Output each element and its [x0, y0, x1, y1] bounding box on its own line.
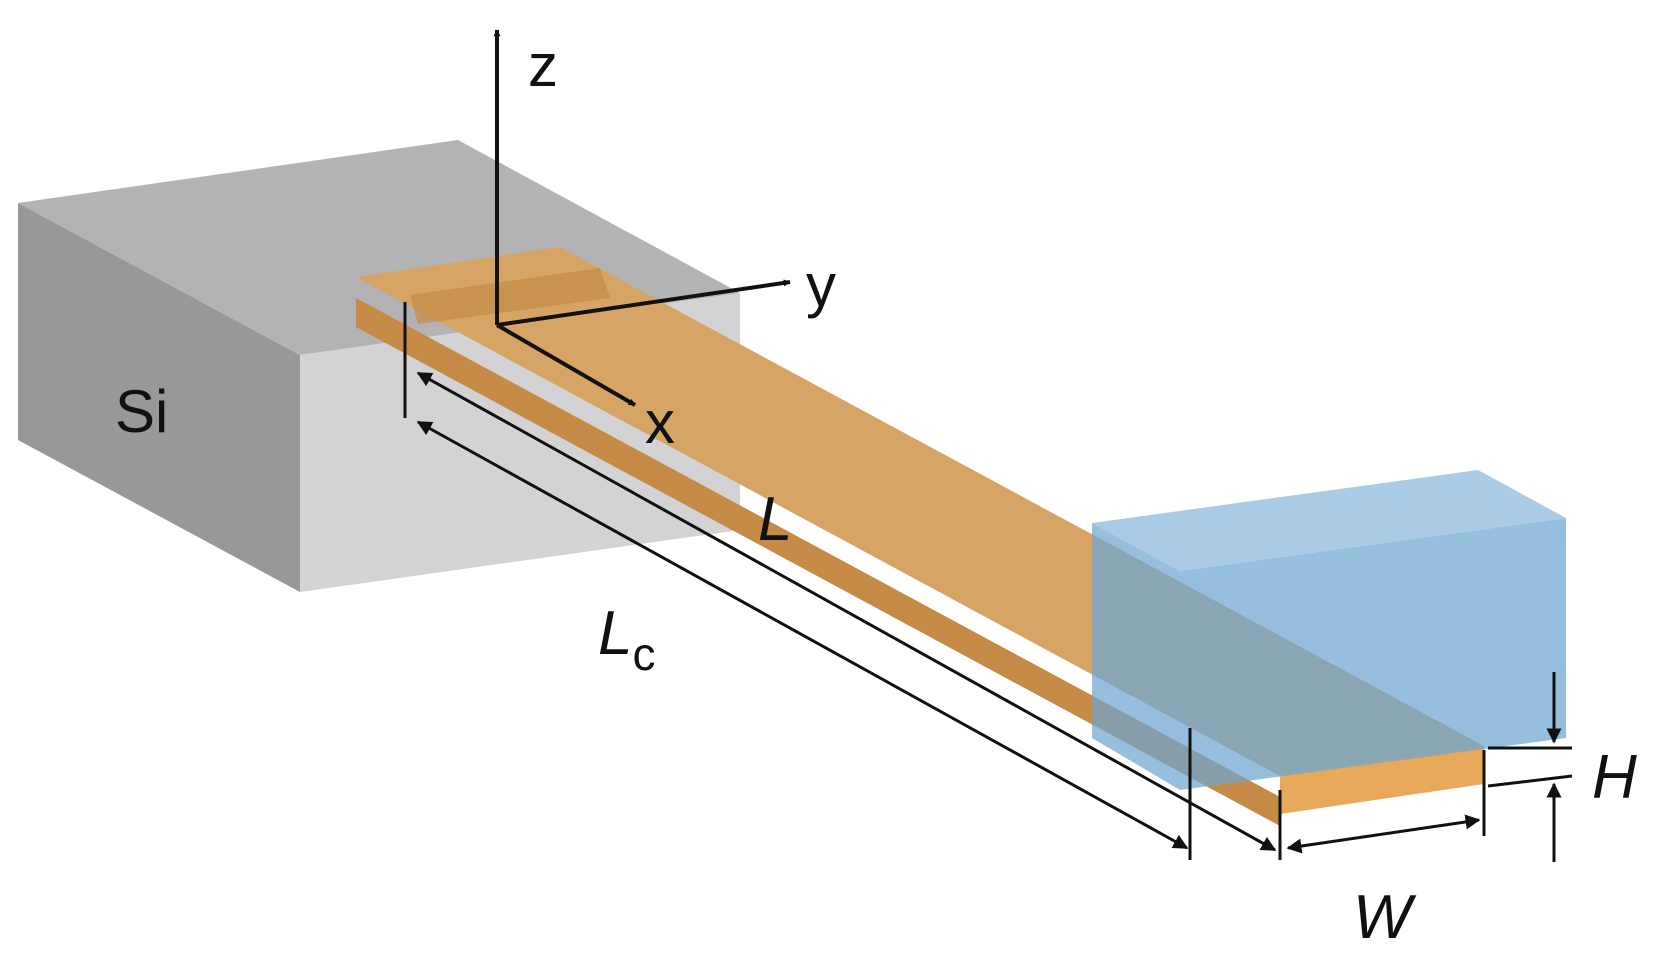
- contact-length-subscript: c: [632, 628, 655, 680]
- si-left-face: [18, 203, 300, 592]
- h-bottom-extension: [1487, 774, 1573, 788]
- x-axis-label: x: [645, 389, 675, 456]
- w-dimension-arrow: [1286, 814, 1481, 854]
- tip-block: [1092, 470, 1566, 790]
- z-axis-label: z: [528, 32, 558, 99]
- width-label: W: [1353, 883, 1417, 952]
- lc-dimension-arrow: [416, 420, 1189, 850]
- beam-base-pad: [410, 268, 610, 324]
- y-axis-label: y: [806, 252, 836, 319]
- height-label: H: [1592, 743, 1637, 812]
- contact-length-label: Lc: [598, 599, 655, 680]
- y-axis-arrow: [496, 279, 791, 327]
- substrate-label: Si: [115, 378, 168, 445]
- contact-length-main: L: [598, 599, 632, 668]
- tip-block-front: [1180, 518, 1566, 790]
- length-label: L: [758, 485, 792, 554]
- beam-end-face: [1280, 746, 1484, 814]
- dimension-lines: [403, 302, 1573, 862]
